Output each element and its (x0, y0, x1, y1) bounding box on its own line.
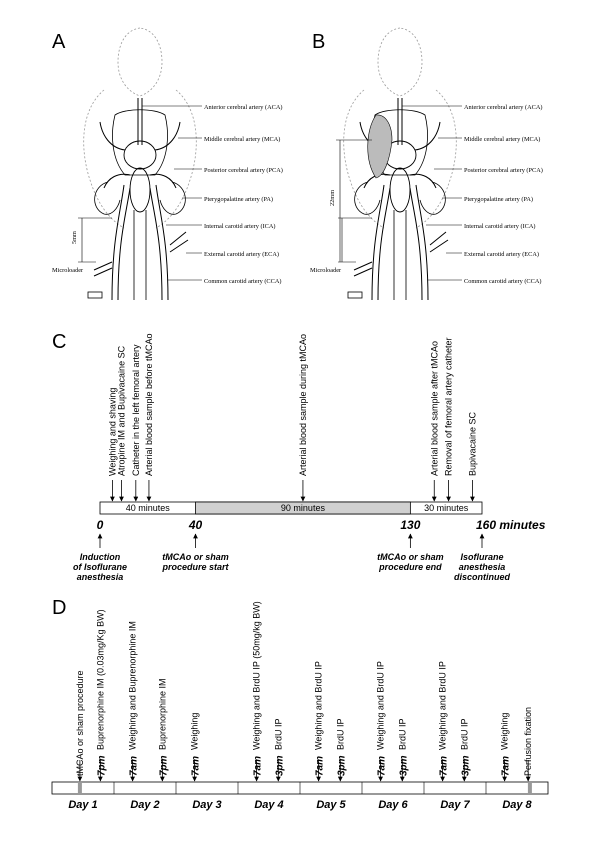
panel-label-b: B (312, 31, 325, 53)
mca-label-a: Middle cerebral artery (MCA) (204, 136, 280, 143)
schedule-event-label: BrdU IP (397, 718, 407, 750)
distance-label-a: 5mm (71, 231, 78, 244)
day-label: Day 2 (130, 799, 159, 811)
panel-label-c: C (52, 331, 66, 353)
time-label: 7am (315, 756, 326, 776)
leader-lines-b (336, 105, 462, 281)
milestone-label: procedure end (378, 562, 442, 572)
milestone-label: anesthesia (77, 572, 124, 582)
day-label: Day 4 (254, 799, 283, 811)
event-label: Arterial blood sample during tMCAo (298, 334, 308, 476)
event-label: Atropine IM and Bupivacaine SC (116, 345, 126, 476)
pca-label-b: Posterior cerebral artery (PCA) (464, 167, 543, 174)
schedule-event-label: BrdU IP (335, 718, 345, 750)
perfusion-marker (527, 782, 532, 794)
day-label: Day 8 (502, 799, 532, 811)
pa-label-b: Pterygopalatine artery (PA) (464, 196, 533, 203)
panel-label-a: A (52, 31, 66, 53)
tmcao-period-segment (195, 501, 411, 515)
distance-label-b: 22mm (329, 190, 336, 206)
day-label: Day 5 (316, 799, 346, 811)
cca-label-a: Common carotid artery (CCA) (204, 278, 281, 285)
eca-label-b: External carotid artery (ECA) (464, 251, 539, 258)
aca-label-a: Anterior cerebral artery (ACA) (204, 104, 283, 111)
segment-label: 30 minutes (424, 503, 469, 513)
time-label: 3pm (336, 755, 347, 776)
schedule-event-label: Weighing (190, 713, 200, 750)
event-label: Weighing and shaving (107, 388, 117, 476)
event-label: Arterial blood sample before tMCAo (144, 333, 154, 476)
schedule-event-label: Weighing and BrdU IP (376, 661, 386, 750)
milestone-label: anesthesia (459, 562, 506, 572)
time-label: 7am (501, 756, 512, 776)
time-label: 7am (377, 756, 388, 776)
labels-a: Anterior cerebral artery (ACA) Middle ce… (52, 104, 283, 285)
time-label: 3pm (398, 755, 409, 776)
tick-label: 0 (97, 518, 104, 532)
schedule-event-label: Weighing and Buprenorphine IM (128, 621, 138, 750)
schedule-event-label: Weighing (500, 713, 510, 750)
labels-b: Anterior cerebral artery (ACA) Middle ce… (310, 104, 543, 285)
panel-label-d: D (52, 597, 66, 619)
milestone-label: of Isoflurane (73, 562, 127, 572)
day-schedule-timeline: Day 1 Day 2 Day 3 Day 4 Day 5 Day 6 Day 7 Day 8… (51, 601, 549, 811)
time-label: 7am (253, 756, 264, 776)
mca-territory-shading (367, 114, 393, 179)
schedule-event-label: Weighing and BrdU IP (50mg/kg BW) (252, 601, 262, 750)
tick-label: 40 (188, 518, 203, 532)
segment-label: 40 minutes (126, 503, 171, 513)
segment-label: 90 minutes (281, 503, 326, 513)
day-label: Day 6 (378, 799, 408, 811)
schedule-event-label: Buprenorphine IM (0.03mg/Kg BW) (95, 609, 105, 750)
schedule-event-label: Weighing and BrdU IP (314, 661, 324, 750)
pca-label-a: Posterior cerebral artery (PCA) (204, 167, 283, 174)
rat-brain-artery-diagram-b (337, 27, 457, 301)
schedule-event-label: Weighing and BrdU IP (438, 661, 448, 750)
milestone-label: discontinued (454, 572, 511, 582)
tick-label: 130 (400, 518, 420, 532)
time-label: 7pm (96, 755, 107, 776)
procedure-marker (77, 782, 82, 794)
schedule-event-label: Buprenorphine IM (157, 678, 167, 750)
rat-brain-artery-diagram-a (78, 27, 197, 301)
aca-label-b: Anterior cerebral artery (ACA) (464, 104, 543, 111)
time-label: 7pm (158, 755, 169, 776)
ica-label-a: Internal carotid artery (ICA) (204, 223, 276, 230)
ica-label-b: Internal carotid artery (ICA) (464, 223, 536, 230)
pa-label-a: Pterygopalatine artery (PA) (204, 196, 273, 203)
milestone-label: tMCAo or sham (377, 552, 444, 562)
procedure-timeline: 40 minutes 90 minutes 30 minutes 0 40 130 160 … (73, 333, 546, 582)
microloader-label-b: Microloader (310, 267, 342, 274)
event-label: Removal of femoral artery catheter (444, 337, 454, 476)
day-label: Day 3 (192, 799, 221, 811)
event-label: Bupivacaine SC (467, 411, 477, 476)
cca-label-b: Common carotid artery (CCA) (464, 278, 541, 285)
time-label: 7am (191, 756, 202, 776)
eca-label-a: External carotid artery (ECA) (204, 251, 279, 258)
milestone-label: tMCAo or sham (162, 552, 229, 562)
time-label: 7am (129, 756, 140, 776)
schedule-event-label: tMCAo or sham procedure (75, 670, 85, 776)
event-label: Catheter in the left femoral artery (131, 344, 141, 476)
event-label: Arterial blood sample after tMCAo (429, 341, 439, 476)
microloader-label-a: Microloader (52, 267, 84, 274)
day-label: Day 1 (68, 799, 97, 811)
milestone-label: Isoflurane (460, 552, 503, 562)
milestone-label: Induction (80, 552, 121, 562)
time-label: 3pm (274, 755, 285, 776)
mca-label-b: Middle cerebral artery (MCA) (464, 136, 540, 143)
tick-label: 160 minutes (476, 518, 546, 532)
day-label: Day 7 (440, 799, 470, 811)
milestone-label: procedure start (161, 562, 229, 572)
time-label: 3pm (460, 755, 471, 776)
schedule-event-label: BrdU IP (459, 718, 469, 750)
leader-lines-a (142, 105, 202, 281)
schedule-event-label: BrdU IP (273, 718, 283, 750)
time-label: 7am (439, 756, 450, 776)
schedule-event-label: Perfusion fixation (523, 707, 533, 776)
